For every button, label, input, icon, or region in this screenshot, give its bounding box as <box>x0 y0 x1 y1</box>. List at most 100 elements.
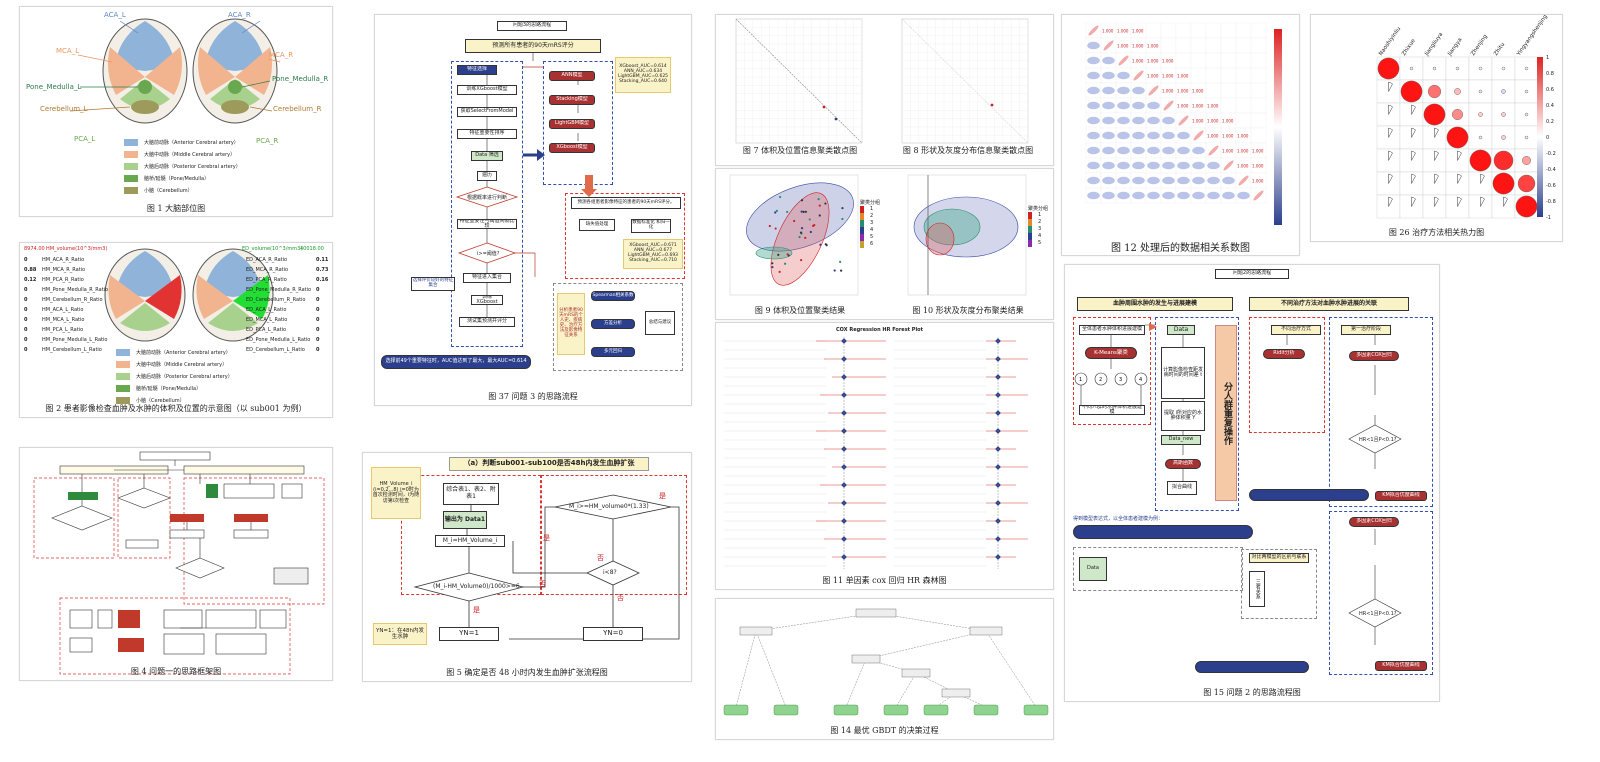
figure-1-panel: ACA_L ACA_R MCA_L MCA_R Pone_Medulla_L P… <box>19 6 333 217</box>
corr-ellipse <box>1132 116 1145 125</box>
corr-ellipse <box>1238 175 1249 186</box>
group-ridit <box>1249 317 1325 433</box>
step-subgroups: 不同人群的水肿体积进展建模 <box>1079 405 1145 415</box>
corr-cell <box>1250 37 1267 54</box>
step-test-score: 测试集预测并评分 <box>459 317 515 327</box>
step-three: 三者关系 <box>1249 571 1265 607</box>
corr-ellipse <box>1117 101 1130 110</box>
right-head: 不同治疗方法对血肿水肿进展的关联 <box>1249 297 1409 311</box>
group-summary <box>1073 547 1243 591</box>
flow-arrows <box>413 494 680 640</box>
legend-swatch <box>124 175 138 182</box>
legend-item: 4 <box>860 227 890 234</box>
corr-ellipse <box>1162 161 1175 170</box>
corr-ellipse <box>1117 131 1130 140</box>
svg-text:2: 2 <box>1099 377 1102 383</box>
forest-title: COX Regression HR Forest Plot <box>836 327 924 333</box>
model-lightgbm: LightGBM模型 <box>549 119 595 129</box>
legend-swatch <box>124 151 138 158</box>
scatter-point <box>841 217 844 221</box>
group-predict <box>565 193 685 279</box>
corr-cell <box>1220 97 1237 114</box>
heatmap-pie <box>1388 127 1393 138</box>
heatmap-circle <box>1455 66 1460 71</box>
corr-ellipse <box>1088 25 1099 36</box>
step-ridit: Ridit分析 <box>1263 349 1305 359</box>
tree-leaf <box>833 704 859 716</box>
corr-value: 1.000 <box>1177 104 1189 109</box>
figure-14-panel: 图 14 最优 GBDT 的决策过程 <box>715 598 1054 740</box>
heatmap-circle <box>1524 66 1529 71</box>
corr-value: 1.000 <box>1222 134 1234 139</box>
figure-2-caption: 图 2 患者影像检查血肿及水肿的体积及位置的示意图（以 sub001 为例） <box>45 404 307 413</box>
corr-ellipse <box>1132 131 1145 140</box>
tree-leaf <box>773 704 799 716</box>
cluster-scatter-matrices <box>735 18 1029 144</box>
step-merge: 综合表1、表2、附表1 <box>443 483 499 505</box>
corr-ellipse <box>1087 71 1100 80</box>
corr-value: 1.000 <box>1237 149 1249 154</box>
label-pone-l: Pone_Medulla_L <box>26 83 82 91</box>
corr-cell <box>1235 22 1252 39</box>
heatmap-circle <box>1501 89 1506 94</box>
scatter-point <box>800 199 804 202</box>
figure-7-caption: 图 7 体积及位置信息聚类散点图 <box>742 146 858 155</box>
scatter-point <box>771 262 774 265</box>
scatter-point <box>809 230 812 234</box>
corr-ellipse <box>1087 41 1100 50</box>
heatmap-pie <box>1457 196 1462 207</box>
legend-label: 脑桥/延髓（Pone/Medulla） <box>144 176 210 182</box>
tree-leaf <box>883 704 909 716</box>
heatmap-scale-tick: 0.2 <box>1546 119 1554 125</box>
legend-label: 小脑（Cerebellum） <box>144 188 193 194</box>
step-extract: 提取 i所对应的水肿体积量 Y <box>1161 401 1205 431</box>
corr-value: 1.000 <box>1147 59 1159 64</box>
corr-scale <box>1274 29 1282 225</box>
figure-4-panel: 图 4 问题一的思路框架图 <box>19 447 333 681</box>
label-yes: 是 <box>543 534 550 542</box>
heatmap-circle <box>1522 156 1531 165</box>
corr-cell <box>1205 37 1222 54</box>
side-repeat: 分人群重复操作 <box>1215 325 1237 501</box>
flow-title: （a）判断sub001-sub100是否48h内发生血肿扩张 <box>449 457 649 471</box>
corr-ellipse <box>1162 131 1175 140</box>
scatter-point <box>841 207 844 210</box>
corr-cell <box>1250 127 1267 144</box>
predict-title: 预测各组患者影像特征的患者的90天mRS评分。 <box>571 197 681 209</box>
corr-cell <box>1190 22 1207 39</box>
corr-ellipse <box>1087 56 1100 65</box>
corr-ellipse <box>1177 146 1190 155</box>
diamond-delta: (M_i-HM_Volume0)/1000>=6 <box>433 583 520 590</box>
hm-ratio-value: 0.12 <box>24 277 37 283</box>
step-anova: 方差分析 <box>591 319 635 329</box>
label-yes: 是 <box>473 606 480 614</box>
corr-ellipse <box>1162 116 1175 125</box>
corr-cell <box>1250 67 1267 84</box>
corr-ellipse <box>1102 86 1115 95</box>
legend-item: 5 <box>860 234 890 241</box>
formula-bar-3 <box>1195 661 1309 673</box>
corr-ellipse <box>1222 191 1235 200</box>
heatmap-circle <box>1427 84 1442 99</box>
label-no: 否 <box>597 554 604 562</box>
corr-ellipse <box>1193 130 1204 141</box>
ed-ratio-name: ED_Pone_Medulla_L_Ratio <box>246 337 311 343</box>
heatmap-scale-tick: 0.8 <box>1546 71 1554 77</box>
heatmap-scale-tick: 0 <box>1546 135 1550 141</box>
group-analysis <box>553 283 683 371</box>
figure-26-caption: 图 26 治疗方法相关热力图 <box>1388 228 1485 237</box>
formula-note: 得到模型表达式，以全体患者建模为例： <box>1073 516 1164 522</box>
figure-12-caption: 图 12 处理后的数据相关系数图 <box>1110 243 1251 254</box>
step-treatments: 不同治疗方式 <box>1271 325 1321 335</box>
corr-cell <box>1235 67 1252 84</box>
label-pca-l: PCA_L <box>74 135 96 143</box>
heatmap-circle <box>1501 112 1506 117</box>
heatmap-circle <box>1432 66 1437 71</box>
ed-ratio-value: 0 <box>316 317 320 323</box>
step-data-new: Data_new <box>1161 435 1201 445</box>
note-yn: YN=1：在48h内发生水肿 <box>373 623 427 645</box>
heatmap-circle <box>1515 195 1538 218</box>
